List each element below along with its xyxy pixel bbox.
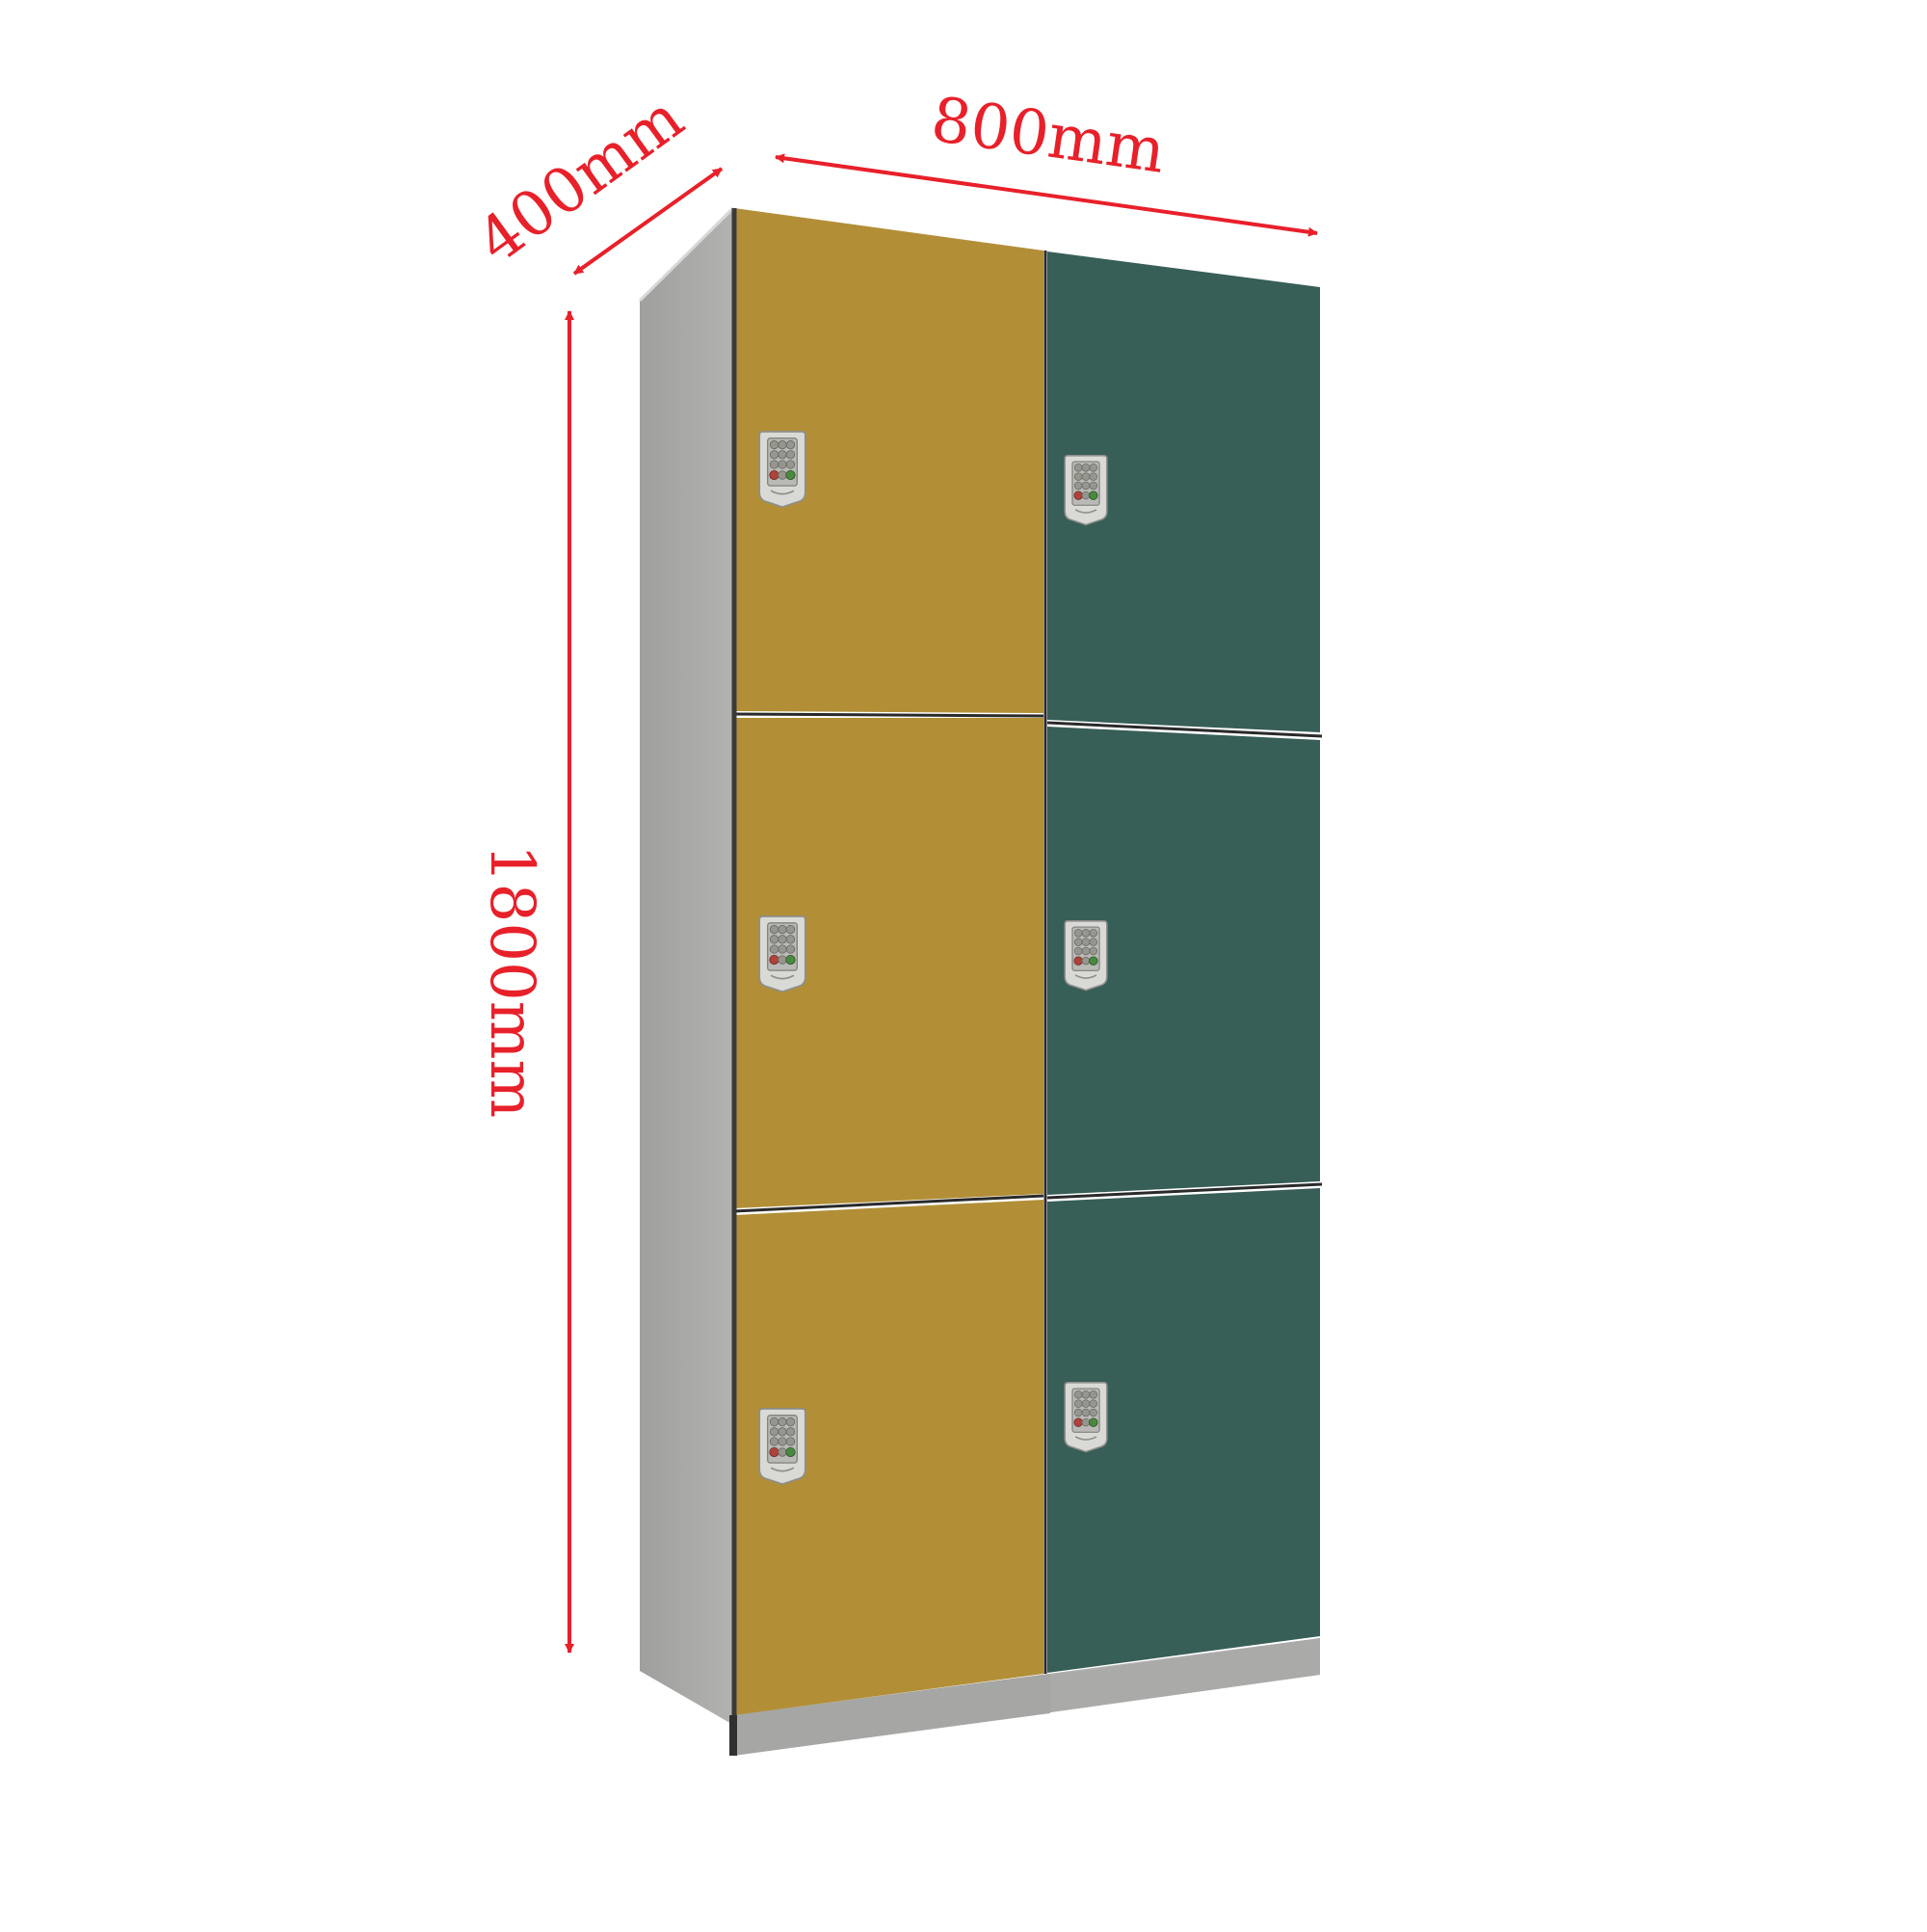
door-left-bottom[interactable] (734, 1200, 1043, 1715)
height-label: 1800mm (476, 844, 547, 1118)
width-label: 800mm (927, 85, 1169, 188)
cabinet-base-left (733, 1674, 1050, 1756)
keypad-lock-icon[interactable] (758, 915, 806, 993)
door-seams (733, 251, 1323, 1674)
width-dimension-arrow (775, 153, 1318, 237)
door-right-top[interactable] (1047, 251, 1320, 732)
keypad-lock-icon[interactable] (758, 431, 806, 509)
depth-label: 400mm (464, 83, 697, 278)
keypad-lock-icon[interactable] (1064, 1382, 1108, 1453)
cabinet-base-right-recess (1044, 1638, 1320, 1713)
keypad-lock-icon[interactable] (1064, 455, 1108, 526)
cabinet-side-panel (640, 208, 733, 1725)
door-right-bottom[interactable] (1047, 1188, 1320, 1673)
door-left-top[interactable] (734, 208, 1043, 713)
depth-dimension-arrow (572, 167, 724, 276)
keypad-lock-icon[interactable] (1064, 920, 1108, 992)
door-left-middle[interactable] (734, 718, 1043, 1208)
keypad-lock-icon[interactable] (758, 1408, 806, 1486)
door-right-middle[interactable] (1047, 727, 1320, 1195)
